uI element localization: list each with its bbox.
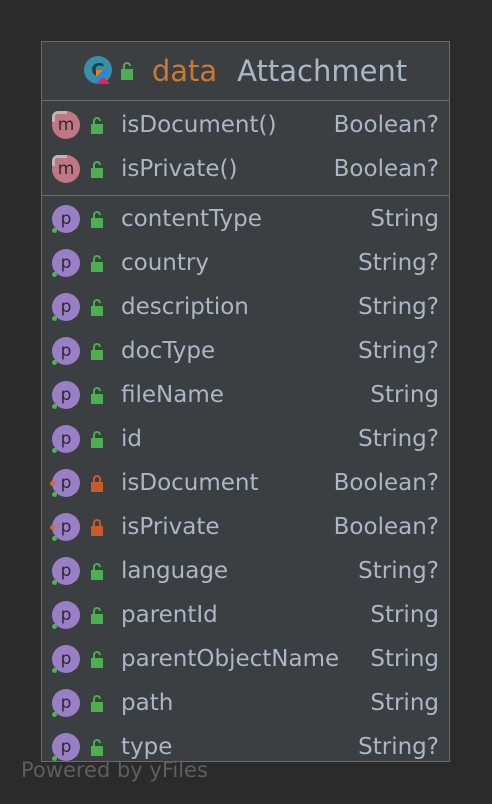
property-icon: p [52, 205, 80, 233]
member-name: isPrivate [121, 514, 220, 540]
member-type: String? [358, 250, 439, 276]
locked-icon [91, 519, 103, 536]
property-letter: p [60, 517, 72, 537]
member-name: isDocument [121, 470, 259, 496]
member-type: String? [358, 426, 439, 452]
member-name: fileName [121, 382, 224, 408]
member-name: isPrivate() [121, 156, 238, 182]
powered-by-label: Powered by yFiles [21, 758, 208, 782]
unlocked-icon [91, 695, 103, 712]
property-letter: p [60, 693, 72, 713]
member-type: Boolean? [333, 514, 439, 540]
member-type: String [370, 690, 439, 716]
member-name: docType [121, 338, 216, 364]
member-type: String? [358, 734, 439, 760]
property-letter: p [60, 473, 72, 493]
method-icon: m [52, 155, 80, 183]
member-name: type [121, 734, 173, 760]
member-name: contentType [121, 206, 262, 232]
member-name: path [121, 690, 174, 716]
member-type: Boolean? [333, 112, 439, 138]
property-icon: p [52, 337, 80, 365]
property-row[interactable]: p fileName String [42, 373, 449, 417]
property-letter: p [60, 297, 72, 317]
method-row[interactable]: m isPrivate() Boolean? [42, 147, 449, 191]
method-icon: m [52, 111, 80, 139]
property-letter: p [60, 385, 72, 405]
member-name: parentObjectName [121, 646, 340, 672]
class-keyword: data [151, 54, 218, 88]
member-type: String [370, 646, 439, 672]
property-icon: p [52, 645, 80, 673]
property-letter: p [60, 649, 72, 669]
member-type: String [370, 382, 439, 408]
property-row[interactable]: p language String? [42, 549, 449, 593]
method-row[interactable]: m isDocument() Boolean? [42, 103, 449, 147]
member-type: String? [358, 338, 439, 364]
property-row[interactable]: p type String? [42, 725, 449, 769]
property-row[interactable]: p id String? [42, 417, 449, 461]
property-row[interactable]: p isPrivate Boolean? [42, 505, 449, 549]
property-row[interactable]: p docType String? [42, 329, 449, 373]
property-icon: p [52, 425, 80, 453]
unlocked-icon [91, 431, 103, 448]
methods-section: m isDocument() Boolean? m isPrivate() Boolean… [42, 101, 449, 196]
unlocked-icon [91, 343, 103, 360]
member-type: String? [358, 294, 439, 320]
member-type: String [370, 206, 439, 232]
unlocked-icon [91, 607, 103, 624]
kotlin-class-icon: C [83, 56, 114, 86]
property-letter: p [60, 605, 72, 625]
unlocked-icon [91, 161, 103, 178]
property-row[interactable]: p contentType String [42, 197, 449, 241]
property-icon: p [50, 469, 80, 497]
property-letter: p [60, 561, 72, 581]
property-letter: p [60, 209, 72, 229]
member-name: country [121, 250, 209, 276]
property-icon: p [52, 249, 80, 277]
property-row[interactable]: p path String [42, 681, 449, 725]
member-type: String? [358, 558, 439, 584]
unlocked-icon [120, 62, 133, 80]
property-icon: p [52, 293, 80, 321]
property-icon: p [52, 689, 80, 717]
property-icon: p [50, 513, 80, 541]
unlocked-icon [91, 651, 103, 668]
unlocked-icon [91, 117, 103, 134]
property-letter: p [60, 341, 72, 361]
property-icon: p [52, 381, 80, 409]
unlocked-icon [91, 299, 103, 316]
property-icon: p [52, 557, 80, 585]
member-name: parentId [121, 602, 218, 628]
property-icon: p [52, 601, 80, 629]
property-row[interactable]: p isDocument Boolean? [42, 461, 449, 505]
property-row[interactable]: p parentId String [42, 593, 449, 637]
property-letter: p [60, 253, 72, 273]
member-type: Boolean? [333, 156, 439, 182]
member-name: language [121, 558, 229, 584]
unlocked-icon [91, 211, 103, 228]
property-letter: p [60, 429, 72, 449]
unlocked-icon [91, 387, 103, 404]
unlocked-icon [91, 739, 103, 756]
member-name: isDocument() [121, 112, 277, 138]
member-type: Boolean? [333, 470, 439, 496]
property-letter: p [60, 737, 72, 757]
property-icon: p [52, 733, 80, 761]
property-row[interactable]: p parentObjectName String [42, 637, 449, 681]
unlocked-icon [91, 563, 103, 580]
unlocked-icon [91, 255, 103, 272]
class-node[interactable]: C data Attachment misDocument()Boolean?m… [41, 41, 450, 762]
class-header: C data Attachment [42, 42, 449, 101]
member-name: description [121, 294, 249, 320]
property-row[interactable]: p description String? [42, 285, 449, 329]
class-name: Attachment [237, 54, 408, 88]
locked-icon [91, 475, 103, 492]
member-type: String [370, 602, 439, 628]
member-name: id [121, 426, 142, 452]
property-row[interactable]: p country String? [42, 241, 449, 285]
